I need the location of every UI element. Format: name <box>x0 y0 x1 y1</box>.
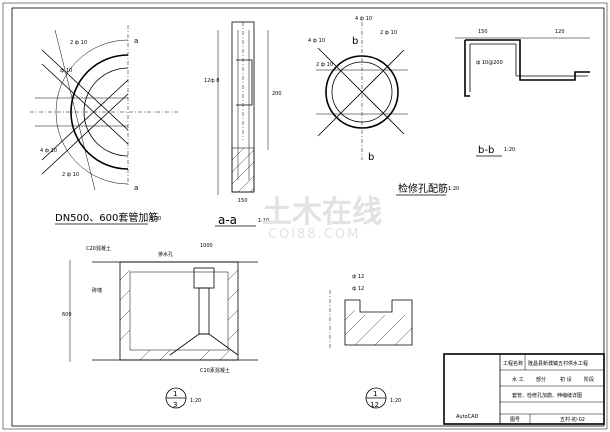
section-2-detail: ф 12 ф 12 1 12 1:20 <box>329 274 413 409</box>
aa-dim-label-3: 150 <box>238 198 248 204</box>
cut-mark-top: a <box>134 37 138 45</box>
watermark: 土木在线 COI88.COM <box>262 195 382 242</box>
pipe-detail-scale: 1:20 <box>150 216 161 222</box>
s1-label-concrete: C20混凝土 <box>86 245 111 252</box>
s1-label-drain: 排水孔 <box>158 251 173 258</box>
manhole-rebar-detail: b b 4 ф 10 2 ф 10 4 ф 10 2 ф 10 检修孔配筋 1:… <box>308 16 459 196</box>
bb-dim-label-2: 120 <box>555 29 565 35</box>
rebar-label-2: ф 10 <box>60 68 72 74</box>
aa-dim-label-1: 12ф 8 <box>204 78 219 84</box>
section-aa-detail: 12ф 8 200 150 a-a 1:10 <box>204 21 282 227</box>
s1-label-base: C10素混凝土 <box>200 367 230 374</box>
manhole-rebar-label-2: 2 ф 10 <box>316 62 333 68</box>
bb-dim-label-3: ф 10@200 <box>476 60 503 66</box>
watermark-site: COI88.COM <box>268 227 360 242</box>
pipe-sleeve-detail: a a 2 ф 10 ф 10 4 ф 10 2 ф 10 DN500、600套… <box>30 25 180 225</box>
section-1-detail: C20混凝土 排水孔 砖墙 C10素混凝土 1000 600 1 3 1:20 <box>62 243 258 409</box>
tb-project-label: 工程名称 <box>503 360 523 367</box>
aa-title: a-a <box>218 213 237 227</box>
tb-software: AutoCAD <box>456 414 479 420</box>
s1-symbol-number: 1 <box>173 390 177 398</box>
manhole-scale: 1:20 <box>448 186 459 192</box>
s1-symbol-sheet: 3 <box>173 401 177 409</box>
rebar-label-3: 4 ф 10 <box>40 148 57 154</box>
manhole-title: 检修孔配筋 <box>398 182 448 195</box>
tb-discipline: 水 工 <box>512 376 524 383</box>
rebar-label-4: 2 ф 10 <box>62 172 79 178</box>
tb-drawing-no-label: 图号 <box>510 417 520 423</box>
rebar-label-1: 2 ф 10 <box>70 40 87 46</box>
aa-dim-label-2: 200 <box>272 91 282 97</box>
manhole-cut-top: b <box>352 36 358 47</box>
tb-drawing-name: 套管、检修孔加筋、伸缩缝详图 <box>512 392 582 399</box>
s1-scale: 1:20 <box>190 398 201 404</box>
bb-scale: 1:20 <box>504 147 515 153</box>
bb-dim-label-1: 150 <box>478 29 488 35</box>
tb-project-name: 隆昌县新濮镇五村供水工程 <box>528 360 588 367</box>
s1-label-wall: 砖墙 <box>92 287 102 294</box>
title-block: 工程名称 隆昌县新濮镇五村供水工程 水 工 部分 初 设 阶段 套管、检修孔加筋… <box>443 353 605 425</box>
s2-label-2: ф 12 <box>352 286 364 292</box>
bb-title: b-b <box>478 145 494 156</box>
section-bb-detail: 150 120 ф 10@200 b-b 1:20 <box>455 29 590 157</box>
s2-scale: 1:20 <box>390 398 401 404</box>
manhole-rebar-label-4: 2 ф 10 <box>380 30 397 36</box>
watermark-text: 土木在线 <box>262 195 382 230</box>
tb-stage-suffix: 阶段 <box>584 376 594 383</box>
s2-symbol-sheet: 12 <box>370 401 379 409</box>
aa-scale: 1:10 <box>258 218 269 224</box>
drawing-frame <box>11 7 605 427</box>
cut-mark-bottom: a <box>134 184 138 192</box>
s2-symbol-number: 1 <box>373 390 377 398</box>
pipe-detail-title: DN500、600套管加筋 <box>55 211 158 224</box>
manhole-rebar-label-1: 4 ф 10 <box>308 38 325 44</box>
tb-drawing-no: 五村-初-02 <box>560 416 585 423</box>
tb-part: 部分 <box>536 376 546 383</box>
s1-label-dim-1000: 1000 <box>200 243 213 249</box>
manhole-rebar-label-3: 4 ф 10 <box>355 16 372 22</box>
s1-label-dim-600: 600 <box>62 312 72 318</box>
manhole-cut-bottom: b <box>368 152 374 163</box>
s2-label-1: ф 12 <box>352 274 364 280</box>
tb-stage: 初 设 <box>560 376 572 383</box>
